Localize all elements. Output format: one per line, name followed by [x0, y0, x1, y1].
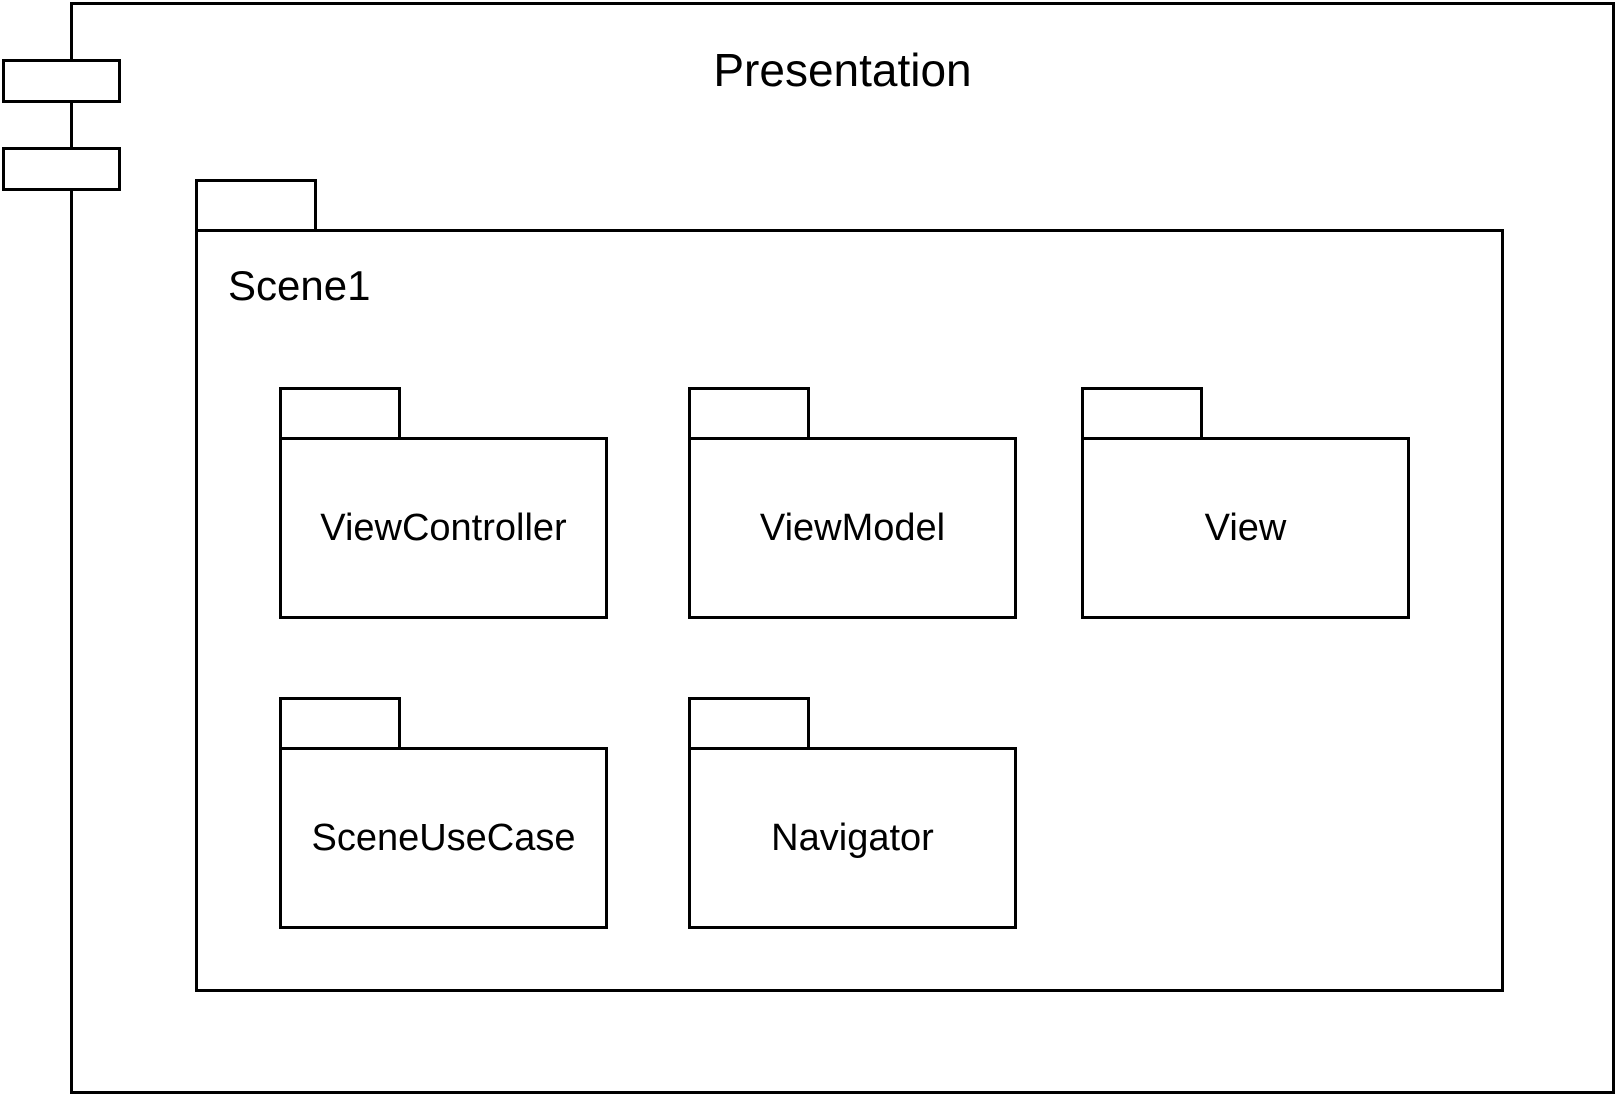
scene-package-tab: [195, 179, 317, 231]
package-tab-navigator: [688, 697, 810, 749]
package-view: View: [1081, 437, 1410, 619]
component-port-upper: [2, 59, 121, 103]
package-tab-viewcontroller: [279, 387, 401, 439]
component-port-lower: [2, 147, 121, 191]
package-label-view: View: [1204, 507, 1287, 549]
package-label-navigator: Navigator: [771, 817, 934, 859]
component-title: Presentation: [713, 44, 972, 96]
package-tab-view: [1081, 387, 1203, 439]
package-tab-viewmodel: [688, 387, 810, 439]
package-navigator: Navigator: [688, 747, 1017, 929]
package-sceneusecase: SceneUseCase: [279, 747, 608, 929]
scene-package-label: Scene1: [228, 262, 371, 309]
package-label-viewmodel: ViewModel: [759, 507, 946, 549]
package-tab-sceneusecase: [279, 697, 401, 749]
package-label-viewcontroller: ViewController: [320, 507, 567, 549]
package-viewcontroller: ViewController: [279, 437, 608, 619]
package-label-sceneusecase: SceneUseCase: [311, 817, 576, 859]
package-viewmodel: ViewModel: [688, 437, 1017, 619]
